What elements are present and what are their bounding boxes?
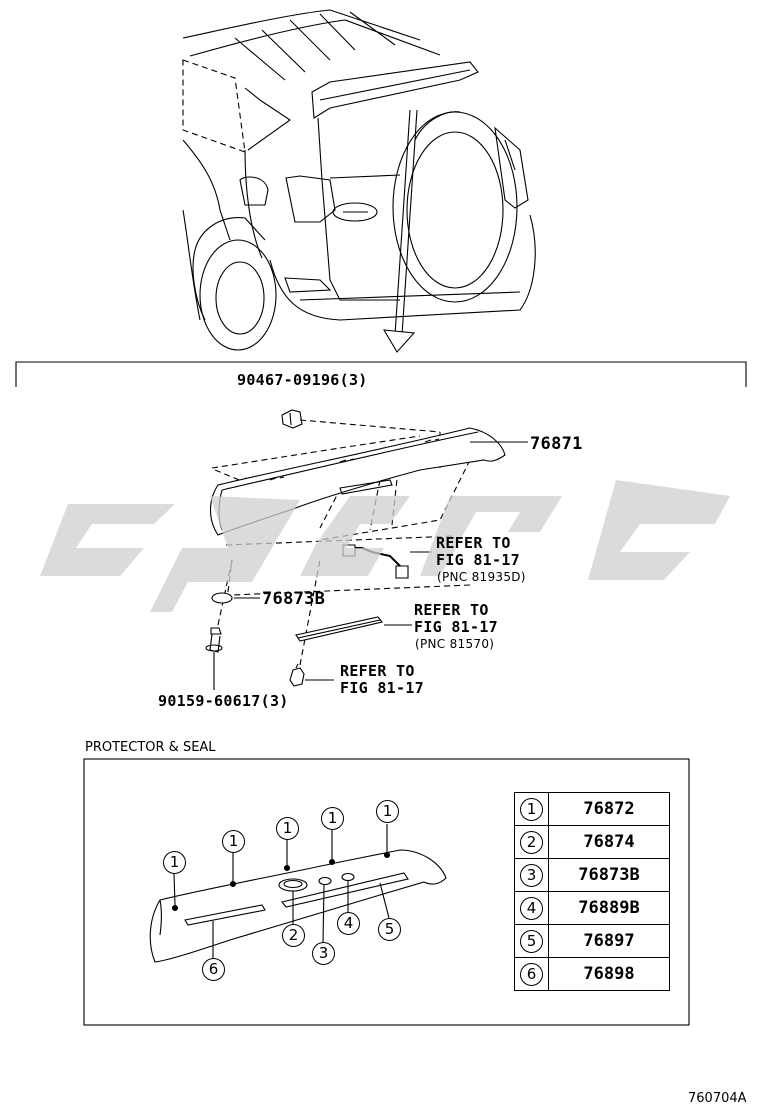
callout-2: 2	[282, 924, 305, 947]
legend-part-number: 76872	[548, 792, 670, 826]
legend-row: 2 76874	[514, 825, 670, 859]
ref2-line1: REFER TO	[414, 601, 489, 619]
legend-number: 4	[520, 896, 543, 920]
ref1-line1: REFER TO	[436, 534, 511, 552]
section-title: PROTECTOR & SEAL	[85, 740, 216, 755]
vehicle-rear-illustration	[182, 9, 536, 353]
callout-1: 1	[276, 817, 299, 840]
ref3-line2: FIG 81-17	[340, 679, 424, 697]
legend-row: 6 76898	[514, 957, 670, 991]
legend-row: 5 76897	[514, 924, 670, 958]
ref3-line1: REFER TO	[340, 662, 415, 680]
callout-4: 4	[337, 912, 360, 935]
callout-6: 6	[202, 958, 225, 981]
legend-row: 3 76873B	[514, 858, 670, 892]
protector-illustration	[149, 824, 447, 963]
clip-part-label: 90467-09196(3)	[237, 371, 368, 389]
legend-number: 5	[520, 929, 543, 953]
protector-seal-box	[83, 758, 690, 1026]
protector-b-label: 76873B	[262, 589, 326, 609]
legend-number: 3	[520, 863, 543, 887]
ref1-pnc: (PNC 81935D)	[437, 570, 526, 584]
legend-part-number: 76898	[548, 957, 670, 991]
legend-number: 2	[520, 830, 543, 854]
callout-5: 5	[378, 918, 401, 941]
callout-1: 1	[321, 807, 344, 830]
callout-1: 1	[163, 851, 186, 874]
legend-number: 6	[520, 962, 543, 986]
section-bracket	[15, 361, 747, 387]
bolt-part-label: 90159-60617(3)	[158, 692, 289, 710]
legend-part-number: 76889B	[548, 891, 670, 925]
ref2-pnc: (PNC 81570)	[415, 637, 495, 651]
callout-1: 1	[376, 800, 399, 823]
ref1-line2: FIG 81-17	[436, 551, 520, 569]
figure-code: 760704A	[688, 1091, 747, 1106]
callout-3: 3	[312, 942, 335, 965]
callout-1: 1	[222, 830, 245, 853]
legend-part-number: 76897	[548, 924, 670, 958]
legend-number: 1	[520, 797, 543, 821]
spoiler-part-label: 76871	[530, 434, 583, 454]
legend-row: 1 76872	[514, 792, 670, 826]
legend-part-number: 76873B	[548, 858, 670, 892]
part-legend-table: 1 76872 2 76874 3 76873B 4 76889B 5 7689…	[514, 792, 670, 991]
legend-row: 4 76889B	[514, 891, 670, 925]
legend-part-number: 76874	[548, 825, 670, 859]
ref2-line2: FIG 81-17	[414, 618, 498, 636]
